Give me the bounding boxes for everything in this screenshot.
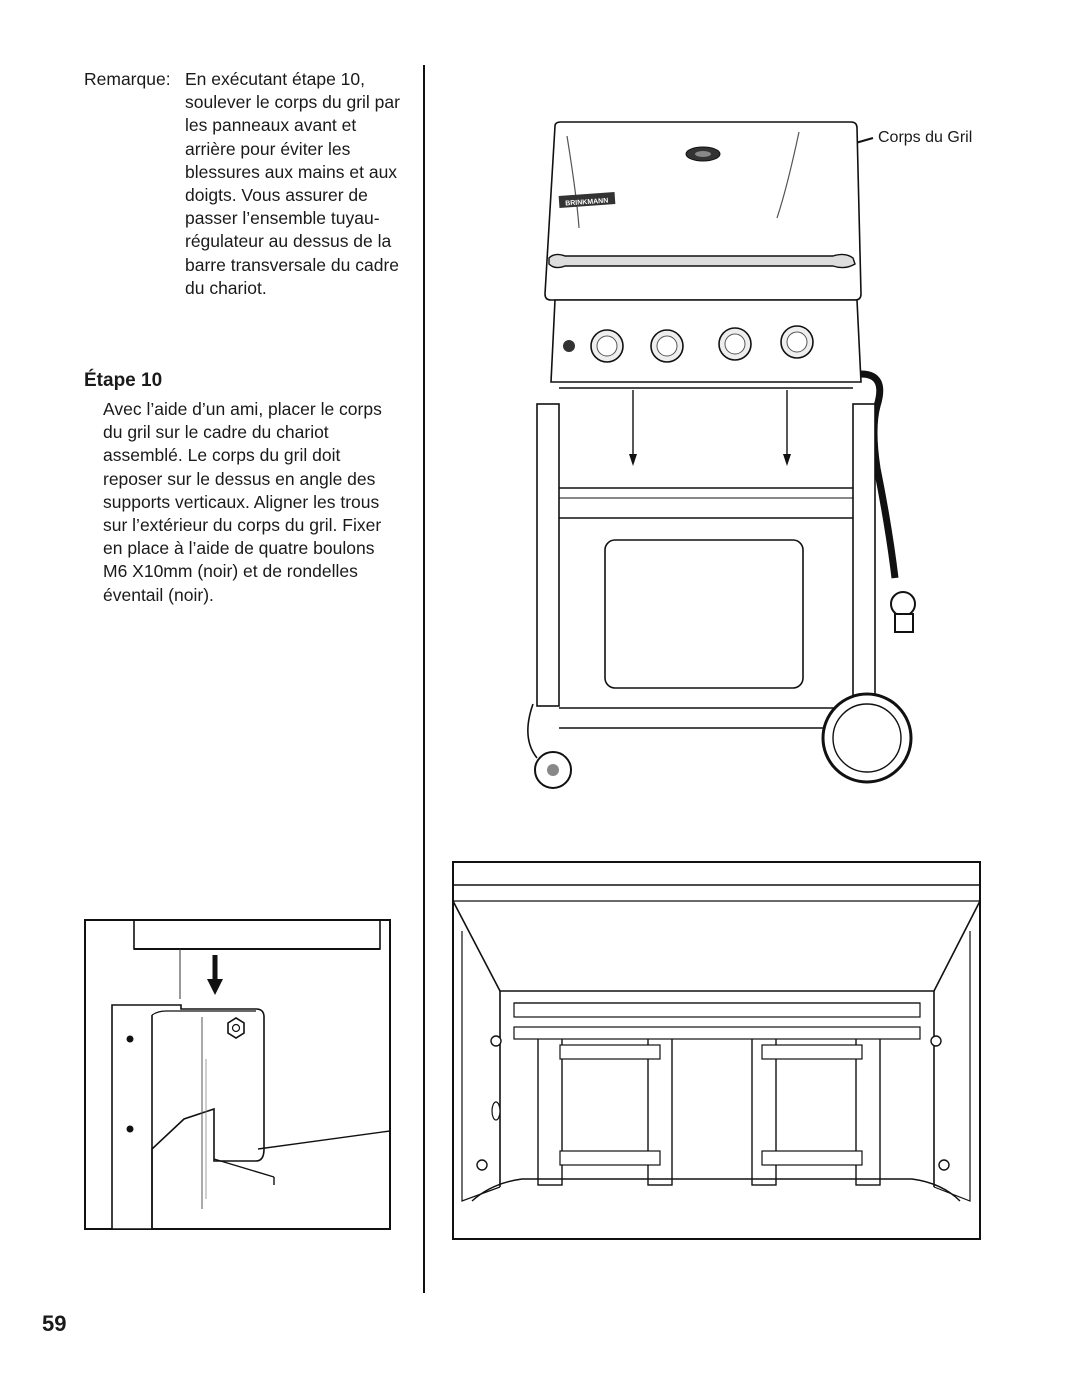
- grill-cart-illustration: BRINKMANN: [527, 121, 916, 789]
- step-title: Étape 10: [84, 370, 163, 391]
- remark-text: En exécutant étape 10, soulever le corps…: [185, 69, 400, 298]
- column-divider: [423, 65, 425, 1293]
- grill-body-callout: Corps du Gril: [878, 129, 973, 146]
- bracket-detail-illustration: [84, 919, 391, 1230]
- remark-label: Remarque:: [84, 69, 171, 89]
- firebox-interior-illustration: [452, 861, 981, 1240]
- page-number: 59: [42, 1311, 67, 1336]
- brand-logo: BRINKMANN: [565, 198, 609, 208]
- step-instructions: Avec l’aide d’un ami, placer le corps du…: [103, 399, 382, 605]
